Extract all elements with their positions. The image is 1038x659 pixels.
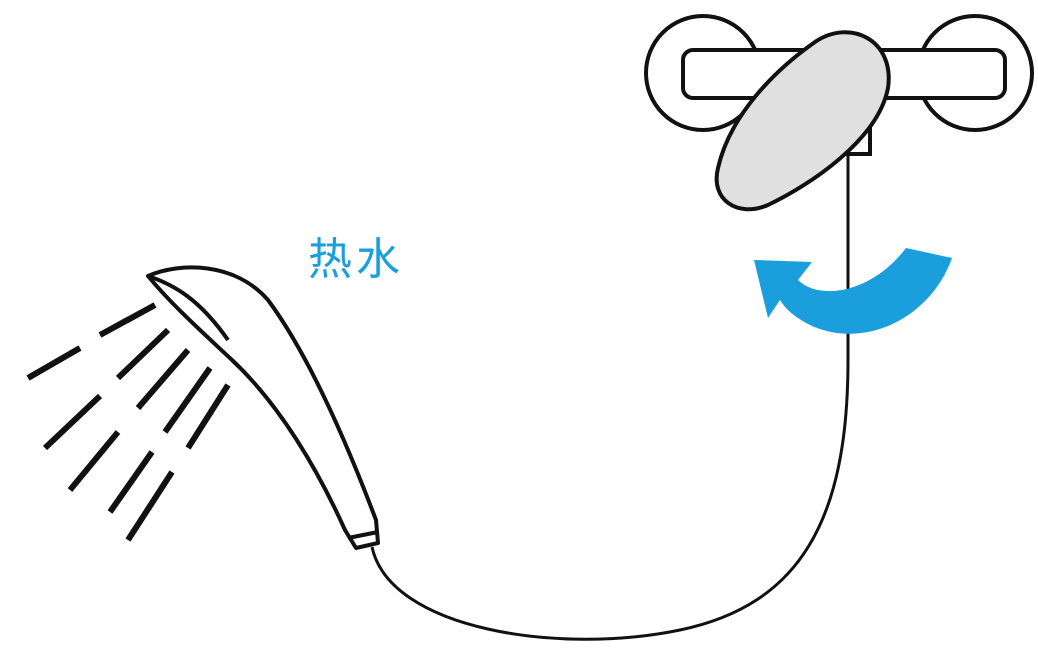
rotate-arrow-icon — [754, 248, 952, 334]
hose-icon — [372, 150, 848, 639]
mixer-faucet-icon — [646, 16, 1032, 209]
hot-water-label: 热水 — [308, 238, 404, 282]
water-spray-icon — [28, 305, 228, 540]
